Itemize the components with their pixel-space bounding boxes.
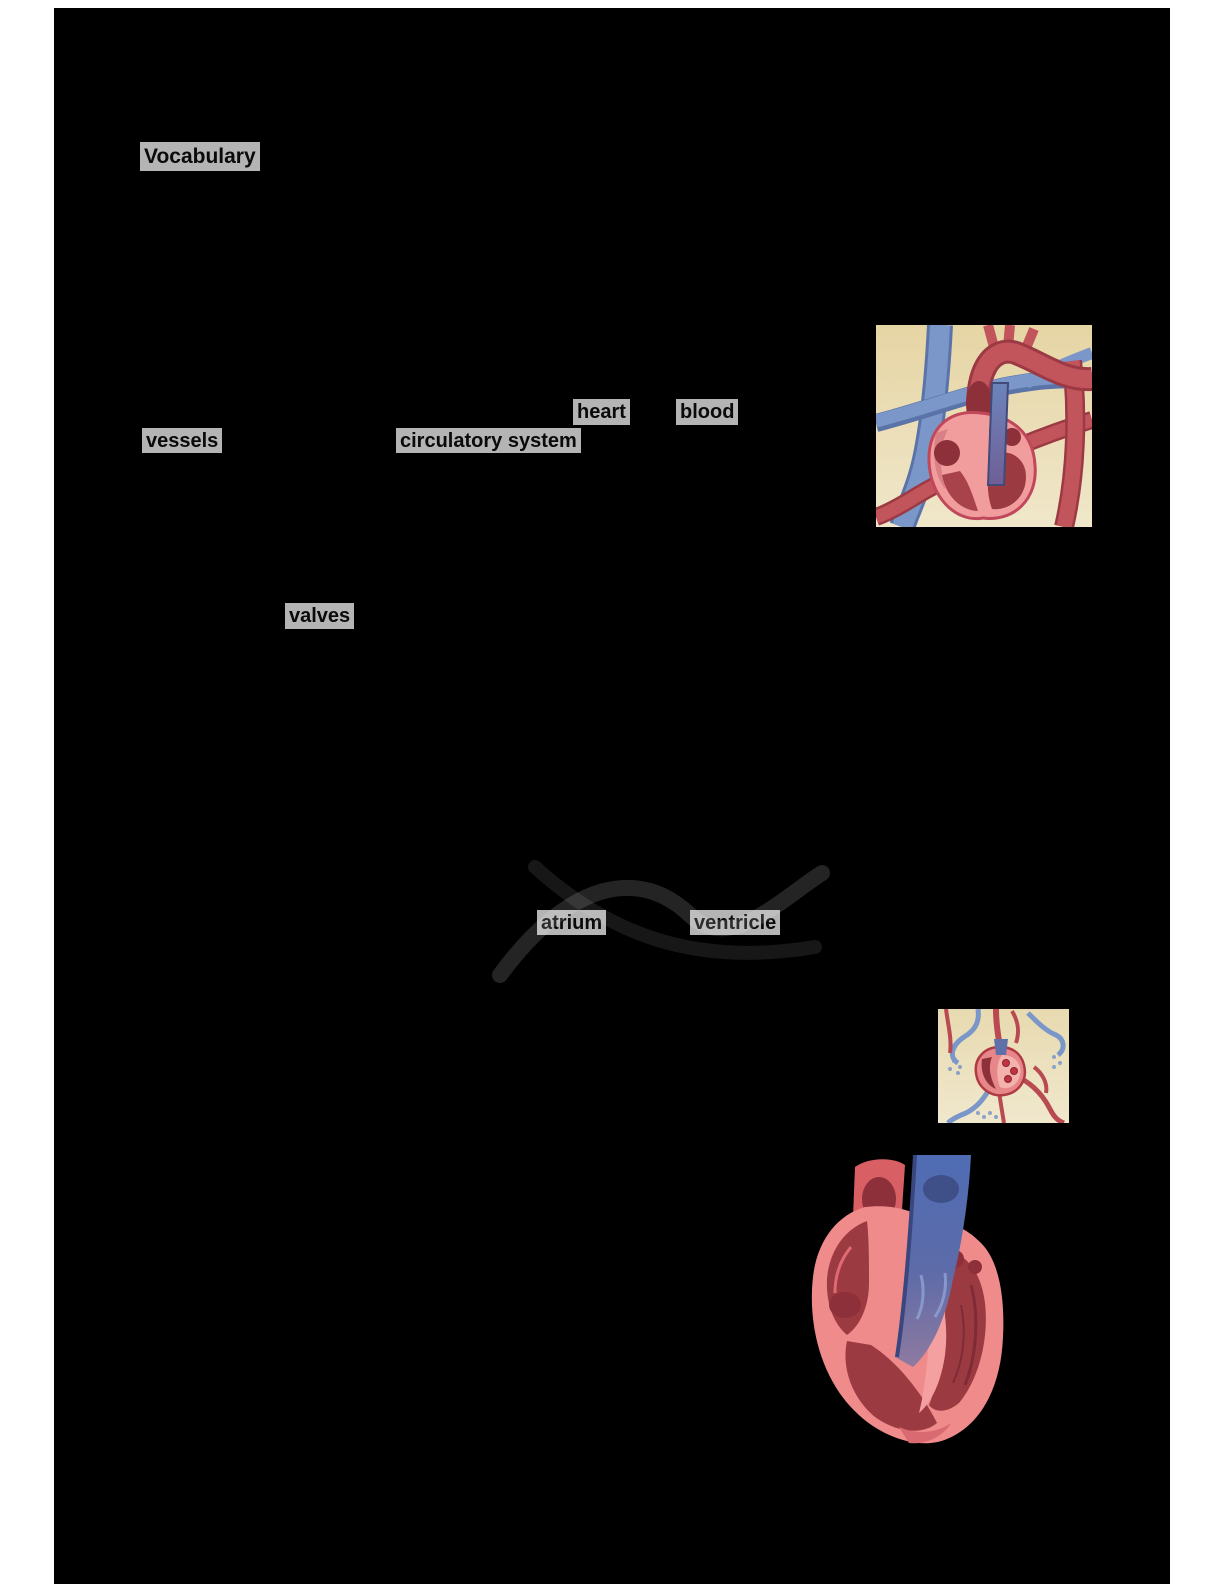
highlight-ventricle: ventricle — [690, 910, 781, 935]
highlight-vessels: vessels — [142, 428, 223, 453]
heart-cross-section-illustration — [811, 1155, 1004, 1444]
highlight-blood: blood — [676, 399, 739, 425]
highlight-heart: heart — [573, 399, 630, 425]
heart-and-vessels-illustration — [876, 325, 1092, 527]
highlight-circulatory-system: circulatory system — [396, 428, 581, 453]
circulatory-system-illustration — [938, 1009, 1069, 1123]
highlight-valves: valves — [285, 603, 355, 629]
highlight-atrium: atrium — [537, 910, 607, 935]
highlight-vocabulary: Vocabulary — [140, 142, 260, 171]
